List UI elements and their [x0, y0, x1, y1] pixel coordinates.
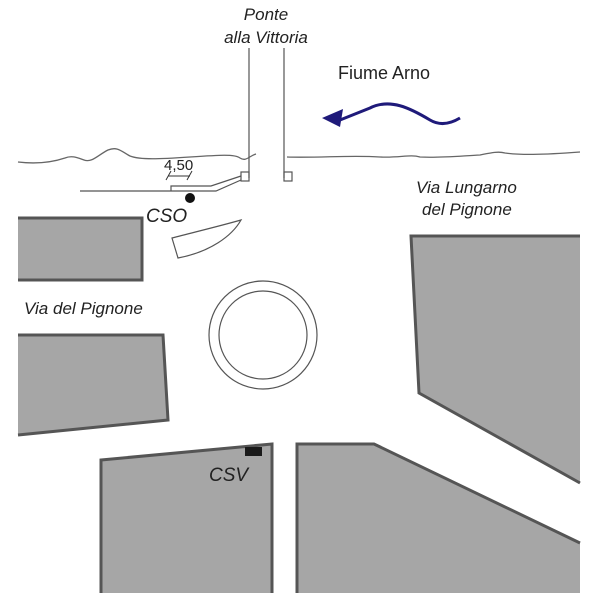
building-block-mid-left — [17, 333, 170, 437]
lungarno-label-line2: del Pignone — [422, 200, 512, 219]
bridge-pier-left — [240, 171, 250, 182]
csv-label: CSV — [209, 465, 250, 486]
dimension-tick-left — [165, 170, 172, 181]
river-bank-left — [17, 148, 257, 164]
lungarno-label-line1: Via Lungarno — [416, 178, 517, 197]
bridge-label-line2: alla Vittoria — [224, 28, 308, 47]
bridge-label-line1: Ponte — [244, 5, 288, 24]
river-label: Fiume Arno — [338, 63, 430, 83]
building-block-bottom-left — [99, 442, 274, 593]
dimension-tick-right — [186, 170, 193, 181]
building-block-bottom-right — [295, 442, 581, 593]
flow-arrowhead-icon — [322, 109, 343, 127]
building-block-top-left — [18, 216, 144, 282]
cso-outfall-wall — [80, 175, 242, 192]
roundabout-outer — [208, 280, 318, 390]
traffic-island — [171, 219, 243, 259]
bridge-pier-right — [283, 171, 293, 182]
roundabout-inner — [218, 290, 308, 380]
cso-label: CSO — [146, 206, 187, 227]
river-bank-right — [286, 151, 581, 158]
dimension-label: 4,50 — [164, 157, 193, 174]
via-pignone-label: Via del Pignone — [24, 299, 143, 318]
building-block-right — [409, 234, 581, 485]
flow-direction-arrow — [339, 102, 461, 126]
csv-marker — [245, 447, 262, 456]
cso-marker — [185, 193, 195, 203]
